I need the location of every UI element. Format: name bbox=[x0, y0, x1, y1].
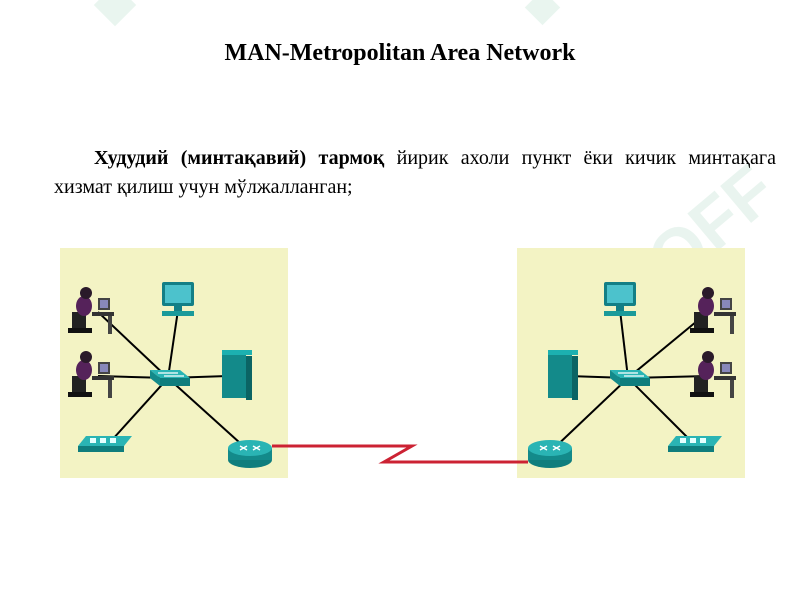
router-icon bbox=[227, 439, 273, 469]
page-title: MAN-Metropolitan Area Network bbox=[224, 40, 576, 66]
server-icon bbox=[222, 350, 252, 400]
term: Худудий (минтақавий) тармоқ bbox=[94, 147, 385, 169]
ip-phone-icon bbox=[78, 436, 132, 452]
description-paragraph: Худудий (минтақавий) тармоқ йирик ахоли … bbox=[54, 144, 776, 202]
description-text: йирик ахоли пункт ёки кичик минтақага хи… bbox=[54, 147, 776, 198]
server-icon bbox=[548, 350, 578, 400]
ip-phone-icon bbox=[668, 436, 722, 452]
wan-serial-link bbox=[272, 444, 528, 464]
router-icon bbox=[527, 439, 573, 469]
